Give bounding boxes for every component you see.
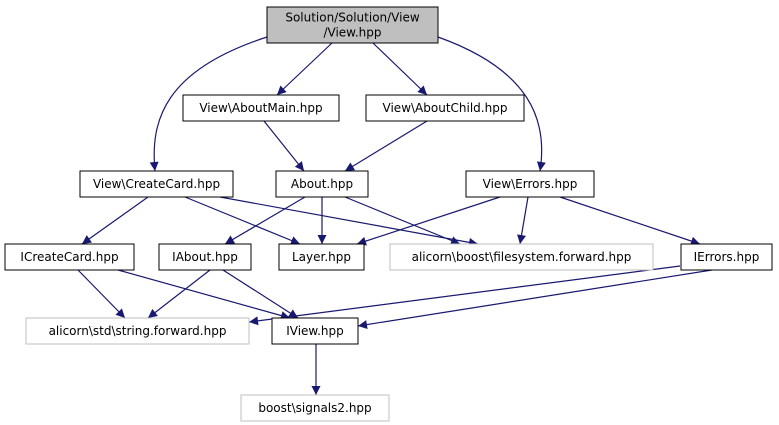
node-box [389,243,654,271]
node-box [4,243,135,271]
edge-errors-to-layer [356,196,501,246]
node-aboutmain[interactable]: View\AboutMain.hpp [182,94,340,122]
node-about[interactable]: About.hpp [275,170,369,198]
edge-ierrors-to-iview [357,269,713,330]
edge-aboutchild-to-about [344,120,428,172]
node-errors[interactable]: View\Errors.hpp [465,170,595,198]
node-box [266,6,439,44]
node-label: Layer.hpp [292,250,351,264]
node-box [278,243,365,271]
edge-createcard-to-icreatecard [81,196,149,245]
node-root: Solution/Solution/View/View.hpp [266,6,439,44]
node-label: IErrors.hpp [694,250,760,264]
edge-createcard-to-fsforward [219,196,479,247]
node-createcard[interactable]: View\CreateCard.hpp [79,170,234,198]
node-label: boost\signals2.hpp [258,401,371,415]
edge-iabout-to-strforward [147,269,211,319]
node-label: IAbout.hpp [172,250,238,264]
node-iview[interactable]: IView.hpp [271,317,359,345]
edge-root-to-aboutchild [372,42,428,96]
edge-icreatecard-to-iview [117,269,291,320]
edge-ierrors-to-strforward [248,265,681,326]
node-label: /View.hpp [323,26,381,40]
edge-root-to-aboutmain [276,42,333,96]
node-aboutchild[interactable]: View\AboutChild.hpp [365,94,525,122]
node-box [465,170,595,198]
node-box [271,317,359,345]
node-box [240,394,390,422]
edges-layer [77,36,713,395]
edge-errors-to-fsforward [517,196,529,245]
node-strforward[interactable]: alicorn\std\string.forward.hpp [25,317,250,345]
edge-root-to-errors [437,36,546,172]
edge-root-to-createcard [149,36,268,172]
node-box [275,170,369,198]
node-box [365,94,525,122]
node-iabout[interactable]: IAbout.hpp [158,243,252,271]
node-box [25,317,250,345]
node-layer[interactable]: Layer.hpp [278,243,365,271]
node-ierrors[interactable]: IErrors.hpp [680,243,773,271]
node-signals2[interactable]: boost\signals2.hpp [240,394,390,422]
node-label: alicorn\std\string.forward.hpp [49,324,227,338]
edge-iabout-to-iview [222,269,299,319]
node-box [680,243,773,271]
edge-about-to-fsforward [344,196,461,245]
node-box [158,243,252,271]
edge-icreatecard-to-strforward [77,269,126,319]
node-fsforward[interactable]: alicorn\boost\filesystem.forward.hpp [389,243,654,271]
nodes-layer: Solution/Solution/View/View.hppView\Abou… [4,6,773,422]
node-label: alicorn\boost\filesystem.forward.hpp [412,250,632,264]
node-icreatecard[interactable]: ICreateCard.hpp [4,243,135,271]
node-label: IView.hpp [286,324,344,338]
node-label: View\CreateCard.hpp [93,177,220,191]
node-label: Solution/Solution/View [285,11,420,25]
node-box [182,94,340,122]
edge-about-to-iabout [224,196,306,245]
node-label: View\Errors.hpp [483,177,578,191]
edge-aboutmain-to-about [263,120,305,172]
node-label: View\AboutMain.hpp [199,101,322,115]
node-label: About.hpp [291,177,353,191]
node-box [79,170,234,198]
edge-createcard-to-layer [184,196,301,245]
node-label: View\AboutChild.hpp [383,101,508,115]
edge-errors-to-ierrors [559,196,701,246]
node-label: ICreateCard.hpp [20,250,118,264]
